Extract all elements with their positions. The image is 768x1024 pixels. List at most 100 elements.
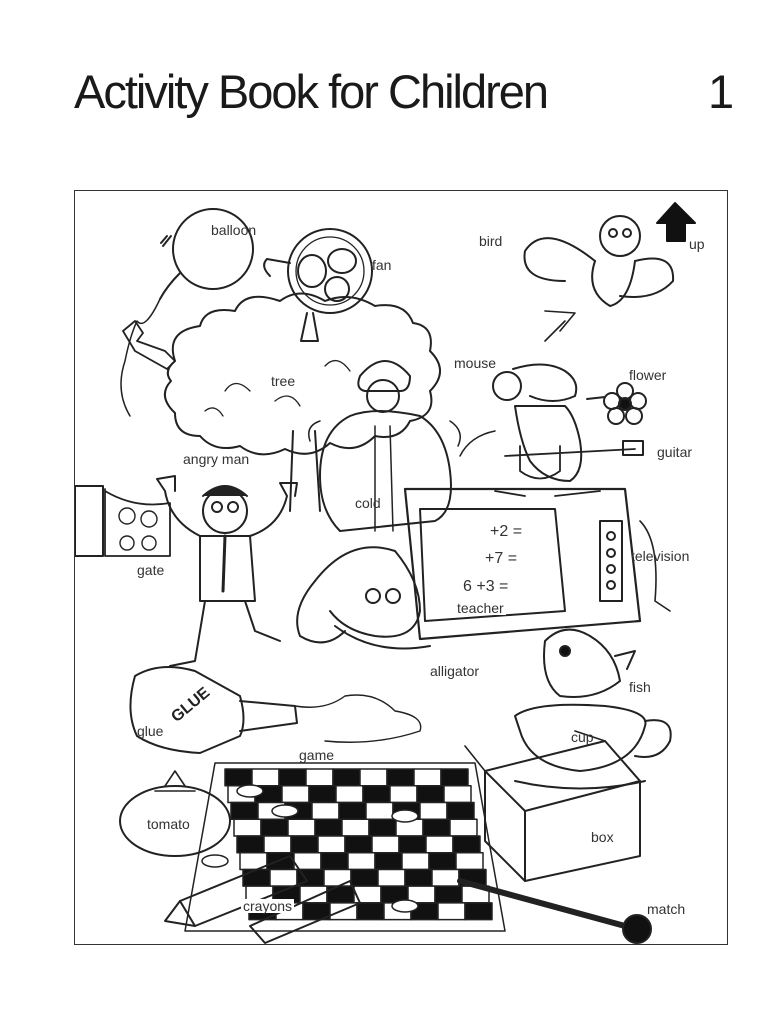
board-square: [416, 784, 445, 804]
board-line-1: +2 =: [490, 523, 523, 540]
board-square: [350, 868, 379, 887]
fan-drawing: [263, 228, 373, 342]
label-bird: bird: [479, 233, 503, 249]
board-square: [230, 801, 259, 820]
board-square: [437, 902, 466, 921]
cup-drawing: [514, 703, 672, 790]
game-piece: [391, 809, 419, 823]
board-square: [236, 835, 265, 854]
board-square: [419, 801, 448, 820]
board-square: [422, 818, 451, 837]
label-balloon: balloon: [211, 222, 257, 238]
alligator-drawing: [296, 546, 431, 650]
label-gate: gate: [137, 562, 165, 578]
game-board: [184, 762, 506, 932]
balloon-drawing: [120, 208, 254, 417]
label-mouse: mouse: [454, 355, 497, 371]
board-square: [344, 835, 373, 854]
illustration-frame: GLUE balloon fan bird up t: [74, 190, 728, 945]
fish-drawing: [543, 628, 636, 698]
board-square: [260, 818, 289, 837]
board-square: [224, 768, 253, 787]
glue-bottle-drawing: GLUE: [129, 666, 422, 754]
board-square: [452, 835, 481, 854]
board-square: [362, 784, 391, 804]
board-square: [440, 768, 469, 787]
board-square: [311, 801, 340, 820]
game-piece: [236, 784, 264, 798]
board-square: [305, 768, 334, 787]
label-game: game: [299, 747, 335, 763]
up-arrow-icon: [656, 202, 696, 242]
label-teacher: teacher: [455, 600, 506, 616]
label-angry-man: angry man: [183, 451, 250, 467]
board-square: [371, 835, 400, 854]
label-tomato: tomato: [147, 816, 190, 832]
board-square: [233, 818, 262, 837]
bottle-label: GLUE: [168, 684, 213, 726]
board-square: [404, 868, 433, 887]
label-cold: cold: [355, 495, 381, 511]
label-flower: flower: [629, 367, 667, 383]
label-box: box: [591, 829, 614, 845]
board-square: [290, 835, 319, 854]
board-square: [332, 768, 361, 787]
cold-man-drawing: [308, 360, 461, 532]
board-square: [449, 818, 478, 837]
label-crayons: crayons: [241, 898, 295, 914]
board-border: [184, 762, 506, 932]
board-square: [338, 801, 367, 820]
board-square: [359, 768, 388, 787]
board-square: [242, 868, 271, 887]
board-square: [263, 835, 292, 854]
match-drawing: [457, 878, 652, 944]
board-square: [320, 851, 349, 871]
label-guitar: guitar: [657, 444, 693, 460]
board-square: [317, 835, 346, 854]
flower-drawing: [586, 382, 647, 425]
game-piece: [271, 804, 299, 818]
board-square: [413, 768, 442, 787]
label-match: match: [647, 901, 686, 917]
board-square: [374, 851, 403, 871]
board-square: [347, 851, 376, 871]
game-piece: [201, 854, 229, 868]
board-square: [308, 784, 337, 804]
mouse-drawing: [459, 363, 644, 497]
tomato-drawing: [119, 770, 231, 857]
board-square: [434, 885, 463, 904]
board-square: [356, 902, 385, 921]
tree-drawing: [164, 292, 441, 512]
board-square: [251, 768, 280, 787]
label-glue: glue: [137, 723, 164, 739]
board-square: [335, 784, 364, 804]
board-square: [389, 784, 418, 804]
gate-drawing: [75, 485, 171, 557]
label-fan: fan: [372, 257, 392, 273]
crayons-drawing: [164, 855, 361, 944]
label-cup: cup: [571, 729, 594, 745]
board-square: [287, 818, 316, 837]
board-square: [398, 835, 427, 854]
board-square: [443, 784, 472, 804]
label-fish: fish: [629, 679, 651, 695]
board-square: [386, 768, 415, 787]
page-title: Activity Book for Children: [74, 65, 549, 118]
board-square: [431, 868, 460, 887]
board-square: [323, 868, 352, 887]
page-number: 1: [708, 65, 735, 118]
board-square: [428, 851, 457, 871]
board-square: [299, 885, 328, 904]
label-tree: tree: [271, 373, 296, 389]
board-square: [365, 801, 394, 820]
board-square: [281, 784, 310, 804]
board-square: [401, 851, 430, 871]
board-square: [425, 835, 454, 854]
label-alligator: alligator: [430, 663, 480, 679]
label-television: television: [631, 548, 690, 564]
board-square: [278, 768, 307, 787]
board-square: [341, 818, 370, 837]
board-square: [464, 902, 493, 921]
board-square: [455, 851, 484, 871]
board-square: [314, 818, 343, 837]
